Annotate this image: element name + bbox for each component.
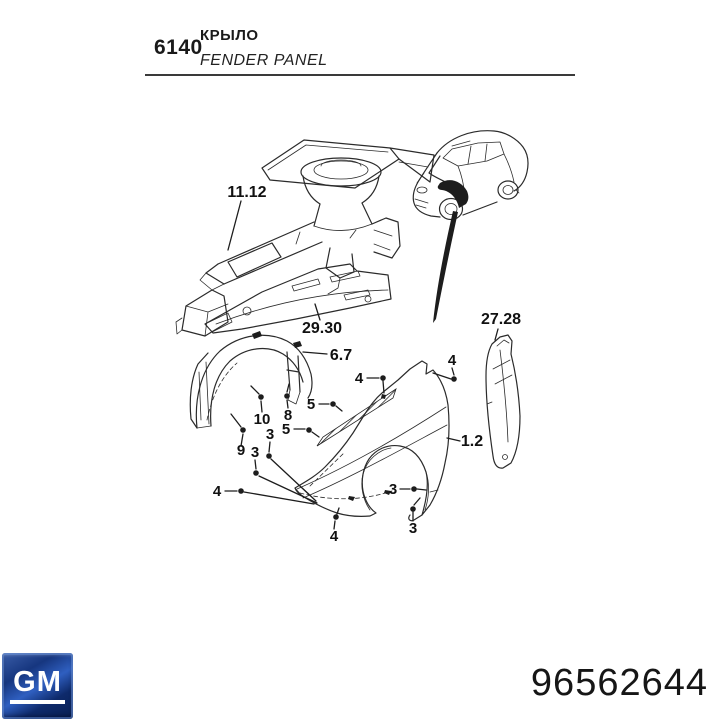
section-number: 6140 (154, 36, 203, 59)
header-divider (145, 74, 575, 76)
part-label-side-strip: 27.28 (481, 311, 521, 328)
callout-label: 3 (389, 481, 397, 498)
side-strip-drawing (485, 334, 521, 469)
callout: 3 (251, 444, 318, 504)
part-number: 96562644 (530, 662, 708, 704)
callout: 3 (266, 426, 317, 502)
callout-label: 4 (330, 528, 339, 545)
callout-label: 3 (409, 520, 417, 537)
callout-label: 5 (282, 421, 290, 438)
callout: 5 (282, 421, 320, 438)
page-title: КРЫЛО (200, 27, 259, 44)
part-label-mount-bracket: 29.30 (302, 320, 342, 337)
wheelhouse-liner-drawing (189, 331, 313, 429)
callout-label: 9 (237, 442, 245, 459)
callout-label: 8 (284, 407, 292, 424)
callout-label: 4 (355, 370, 364, 387)
fastener-callouts: 4 4 5 5 10 (213, 352, 457, 545)
callout: 4 (432, 352, 457, 382)
callout: 4 (330, 507, 340, 545)
part-label-fender: 1.2 (461, 433, 483, 450)
highlighted-fender-area (437, 180, 469, 208)
callout: 4 (355, 370, 386, 394)
callout-label: 4 (213, 483, 222, 500)
part-label-inner-panel: 11.12 (227, 184, 266, 201)
locator-sweep-line (433, 211, 458, 323)
callout-label: 3 (251, 444, 259, 461)
callout-label: 3 (266, 426, 274, 443)
fender-drawing (294, 360, 450, 522)
car-locator-illustration (412, 130, 529, 323)
callout-label: 5 (307, 396, 315, 413)
inner-panel-drawing (175, 139, 435, 337)
callout: 3 (389, 481, 427, 498)
callout: 3 (409, 497, 421, 537)
callout: 4 (213, 483, 315, 505)
part-label-wheelhouse-liner: 6.7 (330, 347, 352, 364)
callout: 5 (307, 396, 343, 413)
gm-logo-icon: GM (2, 653, 73, 719)
part-labels: 11.12 29.30 6.7 27.28 1.2 (227, 184, 521, 450)
callout-label: 10 (254, 411, 271, 428)
gm-logo-text: GM (10, 668, 65, 704)
callout: 9 (230, 413, 246, 459)
mount-bracket-drawing (204, 263, 392, 334)
callout: 8 (284, 383, 292, 424)
page-subtitle: FENDER PANEL (200, 52, 328, 69)
callout: 10 (250, 385, 271, 428)
callout-label: 4 (448, 352, 457, 369)
